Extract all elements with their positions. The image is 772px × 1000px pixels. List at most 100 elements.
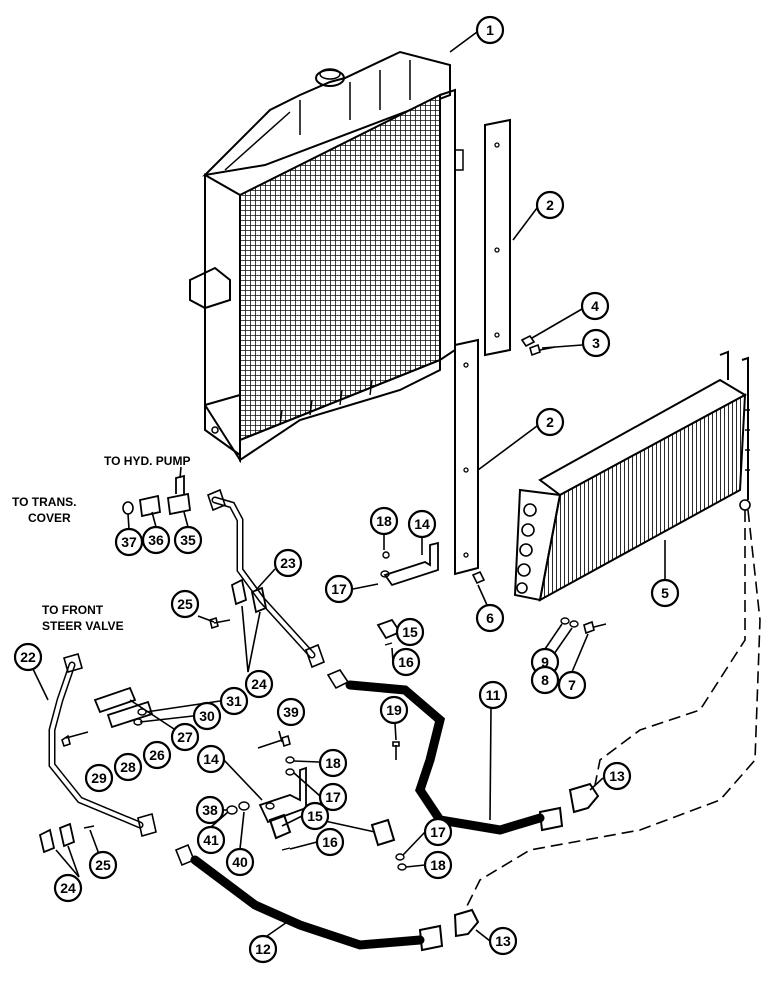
svg-text:25: 25 (95, 857, 111, 873)
callout-2a: 2 (535, 190, 565, 220)
svg-text:28: 28 (120, 759, 136, 775)
callout-23: 23 (273, 548, 303, 578)
callout-22: 22 (13, 642, 43, 672)
svg-text:17: 17 (430, 824, 446, 840)
svg-text:2: 2 (546, 197, 554, 213)
callout-38: 38 (195, 795, 225, 825)
callout-4: 4 (580, 291, 610, 321)
svg-text:11: 11 (486, 687, 501, 703)
note-trans-cover-line2: COVER (28, 511, 71, 525)
svg-text:38: 38 (202, 802, 218, 818)
dashed-line-upper (594, 510, 746, 786)
svg-text:13: 13 (495, 933, 511, 949)
svg-text:7: 7 (568, 677, 576, 693)
svg-text:40: 40 (232, 854, 248, 870)
svg-text:18: 18 (325, 755, 341, 771)
svg-text:4: 4 (591, 298, 599, 314)
svg-text:27: 27 (177, 729, 193, 745)
callout-2b: 2 (535, 407, 565, 437)
cooler-hose-lower (174, 843, 444, 952)
svg-text:8: 8 (541, 672, 549, 688)
svg-text:25: 25 (177, 596, 193, 612)
svg-text:6: 6 (486, 610, 494, 626)
callout-11: 11 (478, 680, 508, 710)
svg-text:22: 22 (20, 649, 36, 665)
svg-text:17: 17 (331, 581, 347, 597)
cooler-line-tube (207, 488, 326, 669)
callout-40: 40 (225, 847, 255, 877)
callout-8: 8 (530, 665, 560, 695)
callout-18b: 18 (318, 748, 348, 778)
svg-text:31: 31 (226, 693, 242, 709)
callouts: 1 2 2 4 3 5 6 14 18 17 15 16 9 8 7 23 25… (13, 15, 680, 964)
callout-27: 27 (170, 722, 200, 752)
radiator (189, 50, 464, 464)
svg-text:15: 15 (307, 808, 323, 824)
callout-17b: 17 (318, 782, 348, 812)
callout-25b: 25 (88, 850, 118, 880)
svg-text:13: 13 (609, 768, 625, 784)
callout-15a: 15 (395, 617, 425, 647)
svg-text:24: 24 (251, 676, 267, 692)
svg-text:37: 37 (121, 534, 137, 550)
callout-6: 6 (475, 603, 505, 633)
svg-text:35: 35 (180, 532, 196, 548)
callout-28: 28 (113, 752, 143, 782)
svg-text:15: 15 (402, 624, 418, 640)
svg-text:16: 16 (398, 654, 414, 670)
callout-16b: 16 (315, 827, 345, 857)
callout-13b: 13 (488, 926, 518, 956)
svg-text:2: 2 (546, 414, 554, 430)
svg-text:36: 36 (148, 532, 164, 548)
callout-36: 36 (141, 525, 171, 555)
callout-14a: 14 (407, 509, 437, 539)
svg-text:1: 1 (486, 22, 494, 38)
svg-text:18: 18 (376, 513, 392, 529)
note-hyd-pump: TO HYD. PUMP (104, 454, 190, 468)
callout-17c: 17 (423, 817, 453, 847)
svg-text:41: 41 (203, 832, 219, 848)
callout-14b: 14 (196, 744, 226, 774)
svg-text:3: 3 (592, 335, 600, 351)
svg-text:17: 17 (325, 789, 341, 805)
callout-7: 7 (557, 670, 587, 700)
callout-19: 19 (379, 695, 409, 725)
callout-3: 3 (581, 328, 611, 358)
mounting-strip-lower (454, 338, 479, 576)
steer-valve-tube (48, 653, 157, 838)
svg-text:39: 39 (283, 704, 299, 720)
callout-31: 31 (219, 686, 249, 716)
callout-24a: 24 (244, 669, 274, 699)
svg-text:5: 5 (661, 585, 669, 601)
callout-35: 35 (173, 525, 203, 555)
note-trans-cover-line1: TO TRANS. (12, 495, 76, 509)
svg-text:30: 30 (199, 708, 215, 724)
note-front-steer-line2: STEER VALVE (42, 619, 124, 633)
svg-text:18: 18 (430, 857, 446, 873)
callout-5: 5 (650, 578, 680, 608)
callout-13a: 13 (602, 761, 632, 791)
svg-text:24: 24 (60, 880, 76, 896)
small-hardware (38, 541, 607, 938)
mounting-strip-upper (484, 118, 511, 357)
svg-text:29: 29 (91, 770, 107, 786)
cooler-hose-upper (326, 669, 564, 835)
callout-39: 39 (276, 697, 306, 727)
callout-18c: 18 (423, 850, 453, 880)
callout-17a: 17 (324, 574, 354, 604)
callout-15b: 15 (300, 801, 330, 831)
dashed-line-lower (464, 509, 761, 911)
svg-text:16: 16 (322, 834, 338, 850)
svg-text:14: 14 (203, 751, 219, 767)
oil-cooler (513, 350, 751, 602)
svg-text:26: 26 (149, 747, 165, 763)
callout-26: 26 (142, 740, 172, 770)
trans-cover-fittings (122, 474, 191, 518)
callout-41: 41 (196, 825, 226, 855)
callout-16a: 16 (391, 647, 421, 677)
svg-text:19: 19 (386, 702, 402, 718)
callout-18a: 18 (369, 506, 399, 536)
callout-25a: 25 (170, 589, 200, 619)
callout-37: 37 (114, 527, 144, 557)
